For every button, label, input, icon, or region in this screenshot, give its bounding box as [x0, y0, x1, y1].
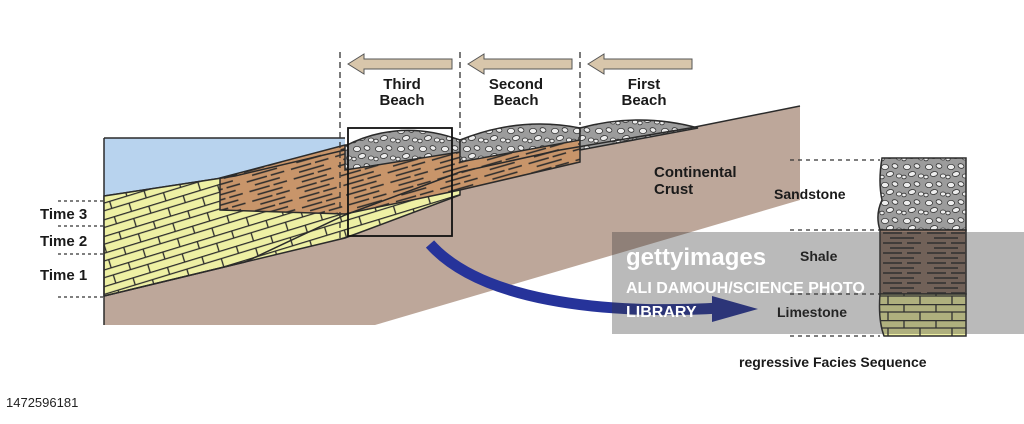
column-shale: [879, 229, 967, 295]
sea-water: [104, 138, 345, 196]
second-beach-label-line1: Second: [489, 76, 543, 93]
direction-arrow-second: [467, 53, 573, 75]
first-beach-label-line1: First: [628, 76, 661, 93]
time-2-label: Time 2: [40, 233, 87, 250]
direction-arrow-first: [587, 53, 693, 75]
first-beach-label-line2: Beach: [621, 92, 666, 109]
regression-direction-arrows: [347, 53, 693, 75]
watermark-logo: gettyimages: [626, 244, 766, 271]
sample-arrow: [425, 240, 721, 316]
continental-crust-label-line2: Crust: [654, 181, 693, 198]
limestone-lower-left: [104, 178, 220, 226]
third-beach-label-line1: Third: [383, 76, 421, 93]
image-id: 1472596181: [6, 395, 78, 410]
shale-label: Shale: [800, 248, 838, 264]
watermark: gettyimages ALI DAMOUH/SCIENCE PHOTO LIB…: [612, 232, 1024, 334]
limestone-label: Limestone: [777, 304, 847, 320]
sample-arrow-head: [712, 296, 758, 322]
time-3-label: Time 3: [40, 206, 87, 223]
continental-crust-label-line1: Continental: [654, 164, 737, 181]
watermark-credit-line2: LIBRARY: [626, 304, 697, 321]
column-caption: regressive Facies Sequence: [739, 354, 927, 370]
direction-arrow-third: [347, 53, 453, 75]
sandstone-label: Sandstone: [774, 186, 846, 202]
column-limestone: [878, 293, 967, 337]
third-beach-label-line2: Beach: [379, 92, 424, 109]
watermark-credit-line1: ALI DAMOUH/SCIENCE PHOTO: [626, 280, 865, 297]
column-sandstone: [877, 157, 967, 231]
second-beach-label-line2: Beach: [493, 92, 538, 109]
facies-column: [790, 157, 967, 337]
sandstone-first-beach: [579, 119, 699, 151]
watermark-panel: [612, 232, 1024, 334]
sample-box: [347, 127, 453, 237]
time-1-label: Time 1: [40, 267, 87, 284]
